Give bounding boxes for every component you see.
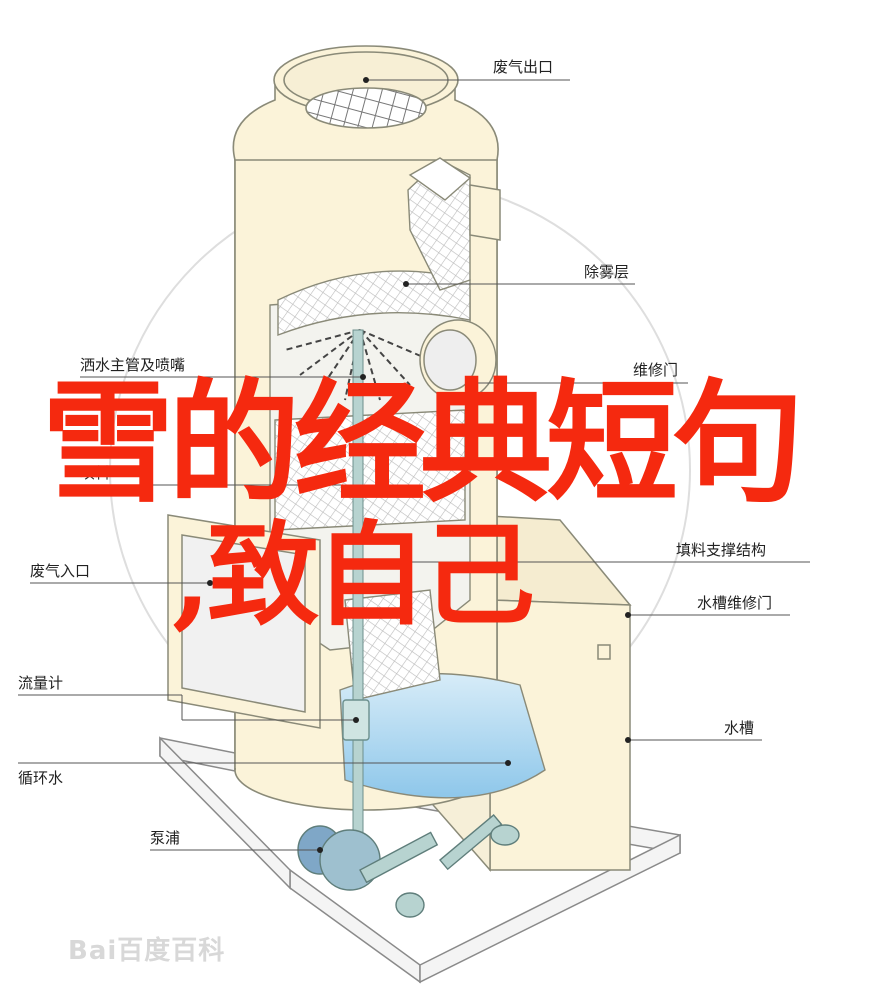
watermark: Bai百度百科	[68, 936, 226, 966]
inlet-frame	[167, 514, 321, 729]
label-water-tank: 水槽	[724, 719, 754, 737]
label-flow-meter: 流量计	[18, 674, 63, 692]
label-circulation: 循环水	[18, 769, 63, 787]
outlet-duct	[469, 184, 501, 241]
overlay-title-line2: ,致自己	[172, 510, 535, 641]
label-maintenance-door: 维修门	[633, 361, 678, 379]
label-spray-pipe: 洒水主管及喷嘴	[80, 356, 185, 374]
leader-dots	[207, 77, 631, 853]
label-demister: 除雾层	[584, 263, 629, 281]
leader-lines	[18, 79, 810, 851]
maintenance-door	[419, 319, 497, 401]
label-exhaust-inlet: 废气入口	[30, 562, 90, 580]
label-exhaust-outlet: 废气出口	[493, 58, 553, 76]
tank-door-handle	[597, 644, 611, 660]
label-packing: 填料	[80, 464, 110, 482]
pump-assembly	[297, 814, 520, 918]
label-packing-support: 填料支撑结构	[676, 541, 766, 559]
label-tank-door: 水槽维修门	[697, 594, 772, 612]
overlay-title-line1: 雪的经典短句	[42, 366, 804, 521]
label-pump: 泵浦	[150, 829, 180, 847]
